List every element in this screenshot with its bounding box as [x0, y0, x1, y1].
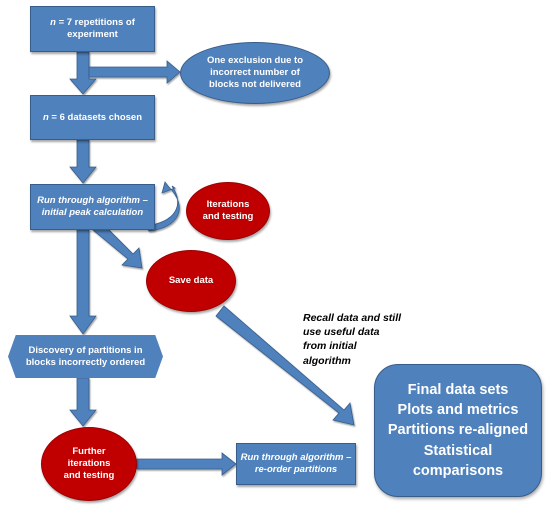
arrow-discovery-to-further [69, 377, 97, 427]
arrow-algorithm-to-discovery [69, 229, 97, 335]
recall-annotation-text: Recall data and still use useful data fr… [303, 312, 402, 367]
algorithm-reorder-box: Run through algorithm – re-order partiti… [236, 443, 356, 485]
arrow-start-to-chosen [69, 51, 97, 95]
iterations-text: Iterations and testing [202, 199, 254, 222]
arrow-chosen-to-algorithm [69, 139, 97, 184]
algorithm-initial-box: Run through algorithm – initial peak cal… [30, 184, 155, 230]
arrow-start-to-exclusion [88, 60, 181, 84]
further-iterations-ellipse: Further iterations and testing [41, 427, 137, 501]
algorithm-initial-text: Run through algorithm – initial peak cal… [37, 195, 148, 218]
save-data-text: Save data [168, 275, 214, 287]
chosen-n: n [42, 111, 49, 123]
algorithm-reorder-text: Run through algorithm – re-order partiti… [240, 452, 352, 475]
start-box: n = 7 repetitions of experiment [30, 6, 155, 52]
arrow-further-to-algorithm2 [136, 452, 237, 476]
iterations-ellipse: Iterations and testing [186, 182, 270, 240]
recall-annotation: Recall data and still use useful data fr… [303, 311, 413, 368]
start-text: = 7 repetitions of experiment [58, 17, 135, 40]
arrow-save-to-final [215, 305, 355, 426]
chosen-box: n = 6 datasets chosen [30, 95, 155, 140]
further-iterations-text: Further iterations and testing [63, 446, 115, 481]
chosen-text: = 6 datasets chosen [48, 111, 142, 123]
exclusion-ellipse: One exclusion due to incorrect number of… [180, 42, 330, 104]
save-data-ellipse: Save data [146, 250, 236, 312]
arrow-iterations-loop [145, 181, 180, 232]
final-results-text: Final data sets Plots and metrics Partit… [387, 381, 529, 479]
final-results-box: Final data sets Plots and metrics Partit… [374, 364, 542, 497]
discovery-hexagon: Discovery of partitions in blocks incorr… [8, 335, 163, 378]
start-n: n [50, 17, 56, 29]
discovery-text: Discovery of partitions in blocks incorr… [25, 344, 146, 368]
exclusion-text: One exclusion due to incorrect number of… [206, 55, 304, 90]
